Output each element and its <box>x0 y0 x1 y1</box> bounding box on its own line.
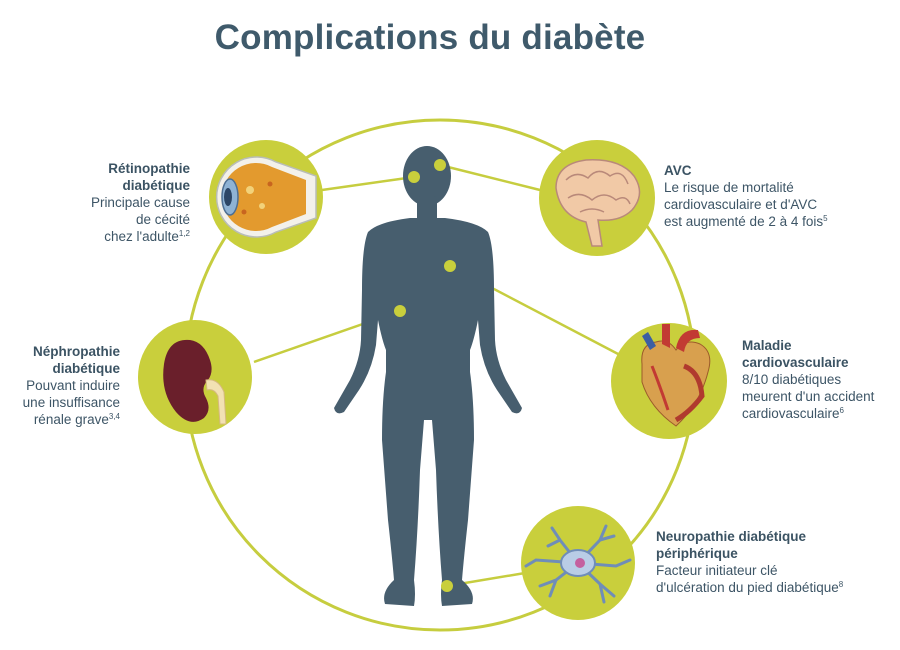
foot-target-dot <box>441 580 453 592</box>
avc-title: AVC <box>664 163 692 178</box>
retinopathy-ref: 1,2 <box>178 229 190 238</box>
heart-icon <box>641 324 711 427</box>
connector-retino <box>321 175 415 192</box>
avc-ref: 5 <box>823 214 828 223</box>
nephropathy-disk <box>138 320 252 434</box>
retinopathy-title-2: diabétique <box>122 178 190 193</box>
eye-target-dot <box>408 171 420 183</box>
neuropathy-title-2: périphérique <box>656 546 738 561</box>
cardio-desc-2: meurent d'un accident <box>742 389 875 404</box>
neuropathy-ref: 8 <box>838 580 844 589</box>
avc-desc-2: cardiovasculaire et d'AVC <box>664 197 818 212</box>
nephropathy-desc-3: rénale grave <box>33 412 109 427</box>
nephropathy-desc-1: Pouvant induire <box>26 378 120 393</box>
connector-avc <box>439 163 541 192</box>
nephropathy-label: Néphropathie diabétique Pouvant induire … <box>23 343 120 428</box>
neuropathy-label: Neuropathie diabétique périphérique Fact… <box>656 528 843 596</box>
avc-disk <box>539 140 655 256</box>
neuropathy-title-1: Neuropathie diabétique <box>656 529 807 544</box>
nephropathy-desc-2: une insuffisance <box>22 395 120 410</box>
cardio-title-1: Maladie <box>742 338 792 353</box>
nephropathy-ref: 3,4 <box>108 412 120 421</box>
retinopathy-desc-1: Principale cause <box>90 195 190 210</box>
cardio-desc-3: cardiovasculaire <box>742 406 840 421</box>
retinopathy-desc-3: chez l'adulte <box>104 229 179 244</box>
cardio-title-2: cardiovasculaire <box>742 355 849 370</box>
brain-icon <box>555 159 641 247</box>
eye-icon <box>215 156 317 238</box>
heart-target-dot <box>444 260 456 272</box>
kidney-target-dot <box>394 305 406 317</box>
neuropathy-desc-1: Facteur initiateur clé <box>656 563 778 578</box>
nephropathy-title-1: Néphropathie <box>32 344 120 359</box>
cardio-ref: 6 <box>839 406 844 415</box>
retinopathy-desc-2: de cécité <box>135 212 190 227</box>
avc-desc-3: est augmenté de 2 à 4 fois <box>664 214 824 229</box>
page-title: Complications du diabète <box>214 18 646 57</box>
avc-label: AVC Le risque de mortalité cardiovascula… <box>664 162 828 230</box>
kidney-icon <box>163 339 227 425</box>
retinopathy-label: Rétinopathie diabétique Principale cause… <box>91 160 190 245</box>
avc-desc-1: Le risque de mortalité <box>664 180 794 195</box>
nephropathy-title-2: diabétique <box>52 361 120 376</box>
cardio-label: Maladie cardiovasculaire 8/10 diabétique… <box>742 337 874 422</box>
retinopathy-title-1: Rétinopathie <box>108 161 190 176</box>
neuropathy-disk <box>521 506 635 620</box>
cardio-desc-1: 8/10 diabétiques <box>742 372 842 387</box>
human-body-silhouette <box>334 146 522 606</box>
cardio-disk <box>611 323 727 439</box>
neuropathy-desc-2: d'ulcération du pied diabétique <box>656 580 839 595</box>
retinopathy-disk <box>209 140 323 254</box>
brain-target-dot <box>434 159 446 171</box>
